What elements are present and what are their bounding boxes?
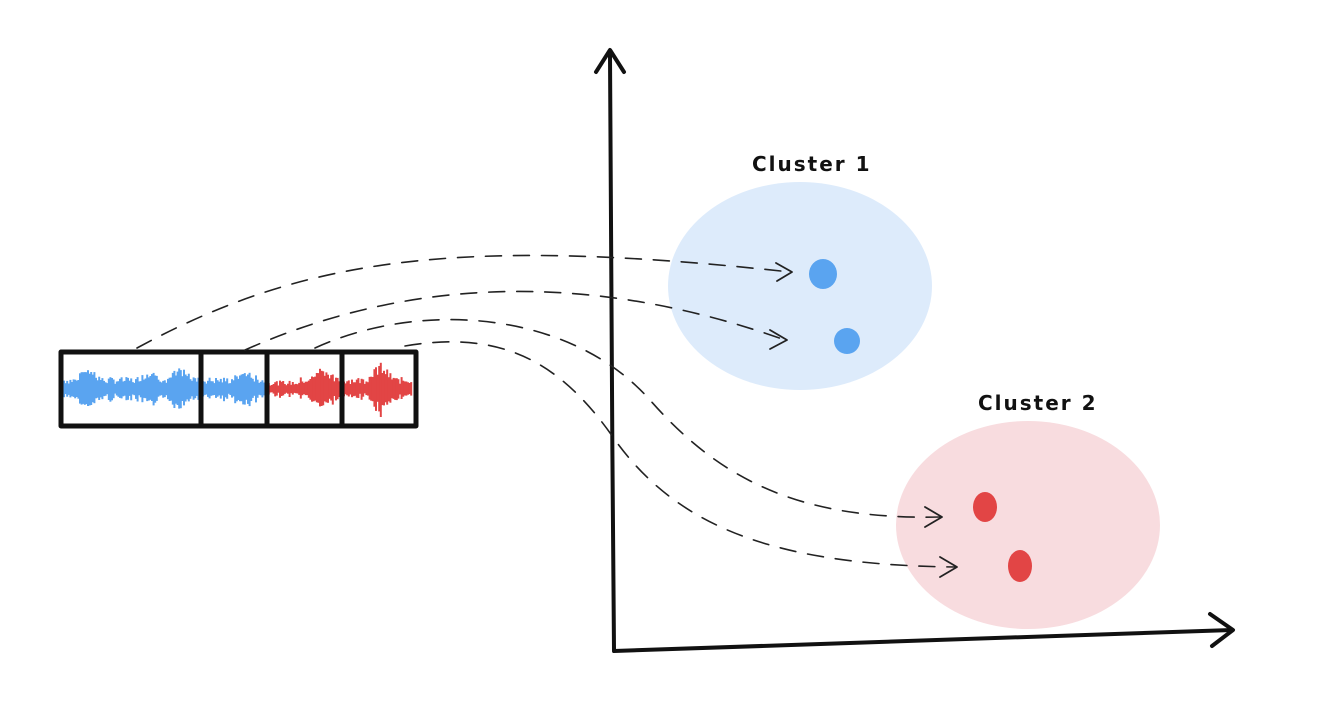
- x-axis: [612, 612, 1235, 653]
- cluster-2-region: [896, 421, 1160, 629]
- cluster-2-label: Cluster 2: [978, 391, 1098, 415]
- y-axis: [594, 48, 626, 652]
- cluster-1-point: [834, 328, 860, 354]
- audio-waveform-strip: [58, 349, 419, 429]
- mapping-arrow-3: [314, 318, 941, 518]
- waveform-red-signal: [267, 362, 413, 417]
- mapping-arrow-2: [244, 290, 786, 351]
- mapping-arrows: [136, 254, 958, 578]
- cluster-1-label: Cluster 1: [752, 152, 872, 176]
- mapping-arrow-4: [404, 341, 956, 568]
- cluster-1-region: [668, 182, 932, 390]
- waveform-blue-signal: [63, 368, 269, 409]
- cluster-2-point: [973, 492, 997, 522]
- mapping-arrow-1: [136, 254, 791, 349]
- cluster-2-point: [1008, 550, 1032, 582]
- waveform-frame: [58, 349, 419, 429]
- cluster-1-point: [809, 259, 837, 289]
